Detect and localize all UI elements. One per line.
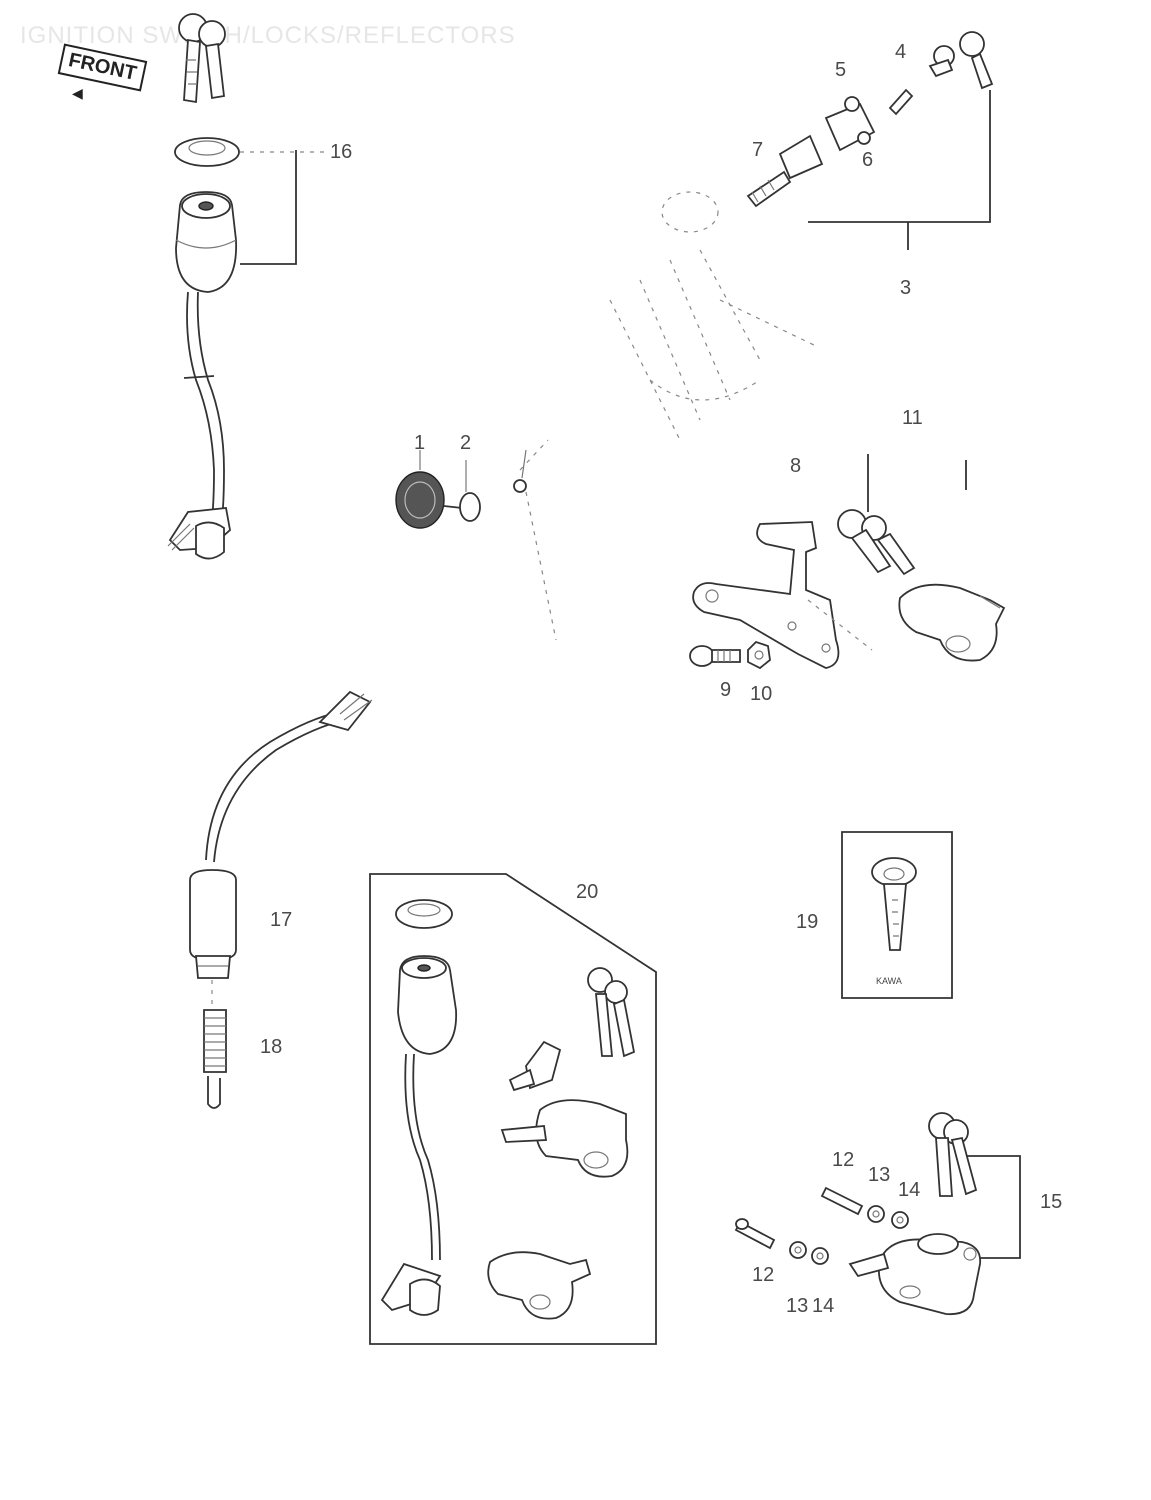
callout-8: 8 [790, 455, 802, 477]
callout-19: 19 [796, 911, 819, 933]
ignition-dust-cover [174, 137, 330, 167]
callout-11: 11 [902, 407, 923, 429]
lock-body-right [898, 583, 1006, 662]
lock-body-bottom-right [848, 1233, 982, 1316]
steering-lock-dashed-guide [609, 191, 817, 441]
callout-6: 6 [862, 149, 874, 171]
callout-10: 10 [750, 683, 773, 705]
ignition-switch-wire [183, 291, 225, 521]
callout-13-upper: 13 [868, 1164, 891, 1186]
ignition-switch-body [175, 150, 297, 293]
callout-5: 5 [835, 59, 847, 81]
callout-12-lower: 12 [752, 1264, 775, 1286]
callout-3: 3 [900, 277, 912, 299]
callout-1: 1 [414, 432, 426, 454]
callout-14-upper: 14 [898, 1179, 921, 1201]
callout-9: 9 [720, 679, 732, 701]
callout-14-lower: 14 [812, 1295, 835, 1317]
lock-bracket [692, 521, 873, 669]
ignition-keys-top-left [178, 13, 226, 104]
callout-13-lower: 13 [786, 1295, 809, 1317]
callout-16: 16 [330, 141, 353, 163]
callout-17: 17 [270, 909, 293, 931]
switch-body [189, 869, 237, 1004]
diagram-title: IGNITION SWITCH/LOCKS/REFLECTORS [20, 22, 516, 49]
lock-cylinder-parts [746, 88, 991, 250]
callout-20: 20 [576, 881, 599, 903]
helmet-lock-keys [928, 31, 994, 90]
key-card-label: KAWA [876, 976, 902, 986]
front-arrow-icon: ◀ [72, 86, 83, 102]
small-screws-and-washers [734, 1186, 909, 1265]
callout-2: 2 [460, 432, 472, 454]
callout-15: 15 [1040, 1191, 1063, 1213]
reflector-assembly [395, 439, 557, 641]
bracket-nut [747, 640, 771, 670]
ignition-switch-connector [167, 507, 231, 560]
key-card [841, 831, 953, 999]
callout-7: 7 [752, 139, 764, 161]
callout-4: 4 [895, 41, 907, 63]
switch-wire-bundle [205, 690, 373, 863]
kit-box [369, 873, 657, 1345]
callout-18: 18 [260, 1036, 283, 1058]
callout-12-upper: 12 [832, 1149, 855, 1171]
lock-keys-bottom-right [928, 1112, 1021, 1259]
lock-keys-middle [837, 454, 967, 576]
spring-part [203, 1009, 227, 1109]
bracket-bolt [689, 645, 741, 667]
